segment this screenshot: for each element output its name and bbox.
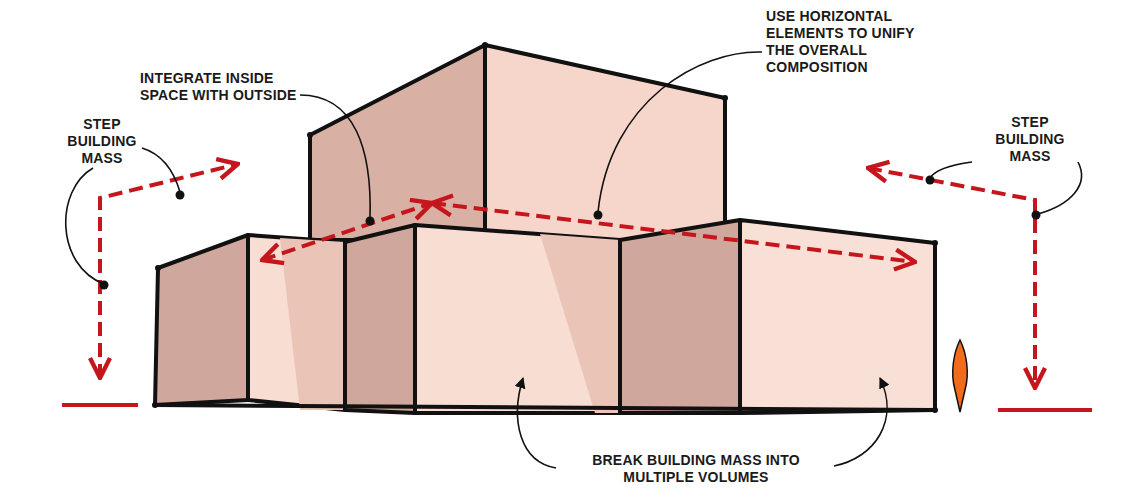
callout-label: STEP BUILDING MASS bbox=[980, 114, 1080, 165]
person-figure bbox=[953, 340, 968, 412]
callout-label: INTEGRATE INSIDE SPACE WITH OUTSIDE bbox=[140, 70, 305, 104]
callout-label: STEP BUILDING MASS bbox=[62, 116, 142, 167]
callout-label: BREAK BUILDING MASS INTO MULTIPLE VOLUME… bbox=[556, 452, 836, 486]
callout-label: USE HORIZONTAL ELEMENTS TO UNIFY THE OVE… bbox=[766, 8, 926, 76]
